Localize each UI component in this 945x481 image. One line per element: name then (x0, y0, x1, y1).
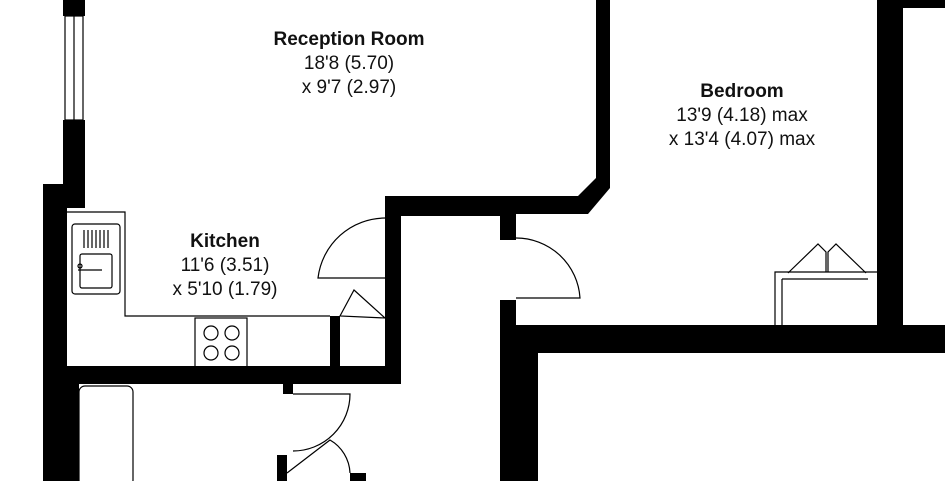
wall-left-middle (63, 120, 85, 184)
wall-right-exterior (877, 0, 903, 353)
room-dimension-width: x 13'4 (4.07) max (668, 129, 816, 150)
wall-kitchen-bottom (43, 366, 401, 384)
room-dimension-length: 18'8 (5.70) (303, 53, 395, 74)
bath-icon (78, 385, 134, 481)
door-cupboard (339, 289, 387, 319)
room-name: Bedroom (700, 81, 784, 102)
wall-corridor-right (516, 353, 538, 481)
doors (286, 217, 581, 474)
wall-kitchen-right (385, 196, 401, 376)
room-name: Reception Room (273, 29, 425, 50)
wall-bath-door-left (277, 455, 287, 481)
walls (43, 0, 945, 481)
wall-reception-right (596, 0, 610, 188)
door-reception (317, 217, 386, 279)
wall-bath-door-jamb (283, 384, 293, 394)
wall-left-lower (43, 184, 67, 481)
room-name: Kitchen (190, 231, 260, 252)
wall-reception-bottom (385, 196, 505, 216)
wall-left-upper (63, 0, 85, 16)
door-bath-upper (292, 393, 351, 452)
wall-bath-door-right (350, 473, 366, 481)
wardrobe-icon (774, 243, 877, 325)
sink-icon (71, 223, 121, 295)
wall-kitchen-stub (330, 316, 340, 376)
kitchen-worktop (67, 211, 330, 317)
hob-icon (194, 317, 248, 369)
wall-bedroom-bottom (500, 325, 945, 353)
wall-right-corner (877, 0, 945, 8)
room-label-bedroom: Bedroom 13'9 (4.18) max x 13'4 (4.07) ma… (627, 80, 857, 152)
room-dimension-width: x 9'7 (2.97) (301, 77, 397, 98)
wall-bath-top (67, 366, 79, 481)
room-dimension-length: 13'9 (4.18) max (676, 105, 808, 126)
window-icon (64, 15, 84, 121)
door-bath-lower (286, 439, 351, 474)
wall-bedroom-left (500, 196, 588, 214)
door-bedroom (515, 237, 581, 299)
room-dimension-width: x 5'10 (1.79) (172, 279, 278, 300)
room-label-kitchen: Kitchen 11'6 (3.51) x 5'10 (1.79) (140, 230, 310, 302)
room-label-reception: Reception Room 18'8 (5.70) x 9'7 (2.97) (244, 28, 454, 100)
room-dimension-length: 11'6 (3.51) (180, 255, 270, 276)
